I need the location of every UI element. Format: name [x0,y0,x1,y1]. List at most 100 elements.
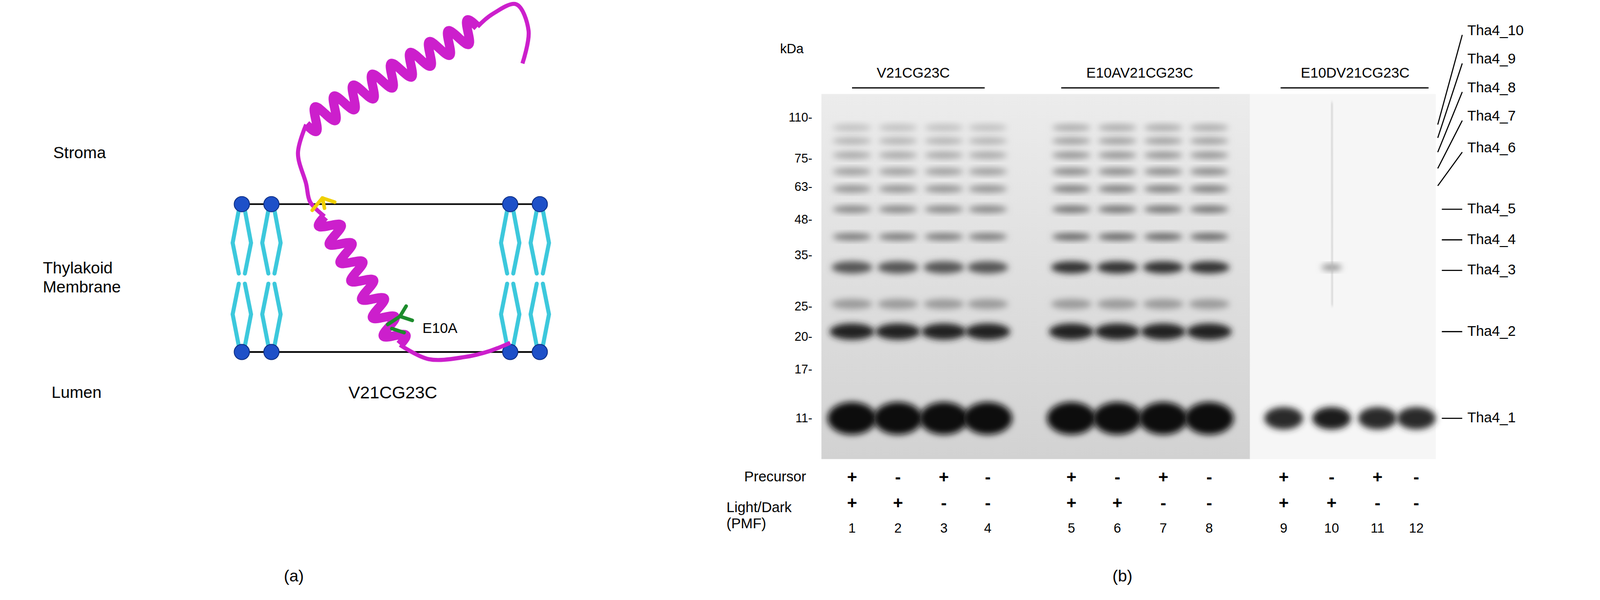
gel-band [829,323,875,341]
gel-band [875,323,921,341]
axis-unit: kDa [780,41,804,57]
gel-image [821,94,1436,460]
gel-band [1050,261,1092,274]
group-bar [1061,87,1220,89]
leader-line [1437,34,1463,125]
gel-band [1143,205,1183,214]
cysteine-sticks [312,198,323,211]
lipid-tail [530,210,537,274]
group-bar [1280,87,1429,89]
gel-band [1143,151,1183,160]
gel-band [831,298,873,310]
gel-band [921,323,967,341]
gel-band [967,298,1009,310]
gel-band [1097,151,1137,160]
gel-band [877,261,919,274]
band-label: Tha4_3 [1467,262,1516,279]
lipid-head [234,344,250,360]
condition-sign: + [1326,492,1337,513]
gel-band [924,205,963,214]
transmembrane-helix [318,216,407,345]
gel-band [1189,205,1229,214]
marker-label: 25- [794,298,812,314]
gel-band [1097,124,1137,132]
marker-label: 63- [794,179,812,194]
row-label: Light/Dark (PMF) [726,499,824,533]
condition-sign: + [847,467,858,488]
condition-sign: + [1158,467,1169,488]
band-label: Tha4_4 [1467,231,1516,249]
leader-line [1441,331,1463,333]
condition-sign: - [1413,492,1420,513]
panel-label: (a) [283,567,304,586]
gel-band [1189,124,1229,132]
gel-band [1094,323,1140,341]
gel-band [924,151,963,160]
lane-number: 10 [1324,520,1340,536]
band-label: Tha4_7 [1467,107,1516,125]
gel-band [1050,298,1092,310]
gel-band [878,151,918,160]
gel-band [878,124,918,132]
condition-sign: + [847,492,858,513]
band-label: Tha4_10 [1467,22,1524,40]
lipid-tail [262,210,269,274]
gel-band [1051,124,1091,132]
gel-band [877,298,919,310]
lane-number: 4 [983,520,992,536]
gel-band [1051,185,1091,193]
gel-band [924,168,963,176]
membrane-boundary [241,203,541,205]
gel-band [1396,407,1436,430]
band-label: Tha4_5 [1467,200,1516,218]
gel-background [1250,94,1436,460]
marker-label: 110- [788,110,812,125]
lane-number: 11 [1370,520,1385,536]
membrane-boundary [241,351,541,353]
lane-number: 1 [848,520,856,536]
lane-number: 12 [1408,520,1424,536]
lipid-head [263,196,279,213]
gel-band [963,402,1013,435]
gel-band [1096,261,1138,274]
gel-band [1138,402,1188,435]
gel-band [1142,298,1184,310]
gel-band [1142,261,1184,274]
gel-band [1046,402,1096,435]
gel-band [924,137,963,145]
gel-band [878,205,918,214]
gel-band [832,233,872,241]
condition-sign: - [1206,492,1213,513]
region-label: Lumen [51,383,102,403]
marker-label: 48- [794,212,812,227]
leader-lines [852,34,1463,419]
gel-band [832,185,872,193]
gel-band [1189,185,1229,193]
gel-band [1358,407,1397,430]
gel-band [968,205,1007,214]
region-label: Stroma [53,143,107,163]
gel-band [832,151,872,160]
gel-band [832,205,872,214]
lane-number: 8 [1205,520,1213,536]
lipid-tail [244,210,252,274]
leader-line [1437,152,1463,187]
marker-label: 20- [794,329,812,344]
gel-band [878,185,918,193]
lane-number: 5 [1067,520,1076,536]
gel-band [1321,264,1343,271]
leader-line [1437,91,1463,152]
gel-band [1051,233,1091,241]
region-label: V21CG23C [348,383,438,404]
lipid-head [234,196,250,213]
lipid-head [532,196,548,213]
condition-sign: + [1066,492,1077,513]
leader-line [1441,418,1463,420]
gel-background [821,94,1250,460]
gel-band [1312,407,1351,430]
lipid-head [532,344,548,360]
condition-sign: - [984,492,991,513]
band-label: Tha4_6 [1467,139,1516,157]
gel-band [1097,137,1137,145]
gel-band [1143,124,1183,132]
